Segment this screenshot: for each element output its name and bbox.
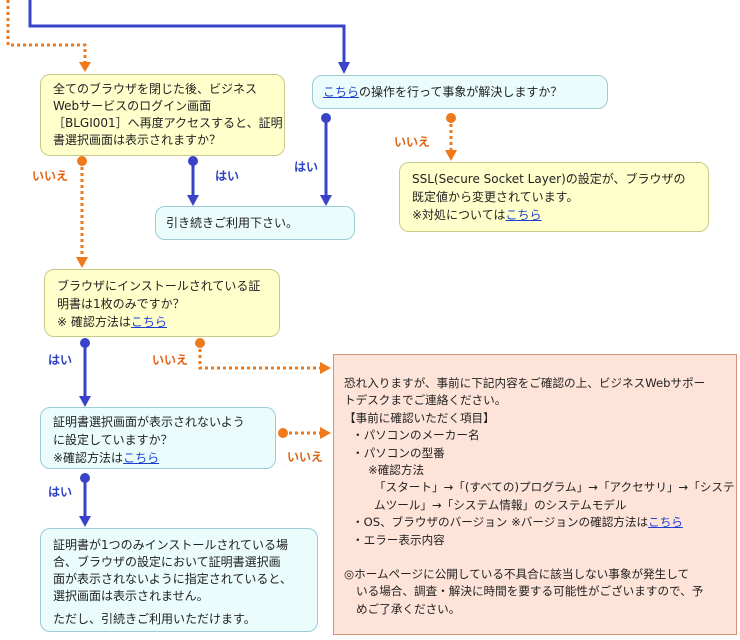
box-line: ［BLGI001］へ再度アクセスすると、証明	[53, 116, 283, 130]
box-continue-use: 引き続きご利用下さい。	[155, 206, 355, 240]
box-line: 面が表示されないように指定されていると、	[53, 572, 292, 586]
box-note: ただし、引続きご利用いただけます。	[53, 612, 256, 626]
box-support-contact: 恐れ入りますが、事前に下記内容をご確認の上、ビジネスWebサポー トデスクまでご…	[333, 354, 737, 635]
checklist-item-model: ・パソコンの型番	[352, 445, 445, 460]
footer-line: ◎ホームページに公開している不具合に該当しない事象が発生して	[344, 567, 690, 582]
footer-line: いる場合、調査・解決に時間を要する可能性がございますので、予	[356, 584, 704, 599]
box-line: ※確認方法はこちら	[53, 449, 263, 467]
box-line: ※対処についてはこちら	[412, 206, 696, 224]
box-line: 合、ブラウザの設定において証明書選択画	[53, 555, 281, 569]
connector-dot	[80, 338, 90, 348]
connector-dot	[321, 113, 331, 123]
box-line: 選択画面は表示されません。	[53, 589, 209, 603]
arrowhead	[445, 150, 457, 161]
box-line: ブラウザにインストールされている証	[57, 279, 261, 293]
arrowhead	[338, 62, 350, 74]
box-ssl-notice: SSL(Secure Socket Layer)の設定が、ブラウザの 既定値から…	[399, 162, 709, 232]
checklist-item-maker: ・パソコンのメーカー名	[352, 428, 480, 443]
box-line: SSL(Secure Socket Layer)の設定が、ブラウザの	[412, 172, 686, 186]
box-line: 証明書選択画面が表示されないよう	[53, 415, 245, 429]
box-line: 書選択画面は表示されますか？	[53, 133, 222, 147]
checklist-item-version: ・OS、ブラウザのバージョン ※バージョンの確認方法はこちら	[344, 514, 726, 531]
certificate-check-link[interactable]: こちら	[130, 315, 167, 329]
connector-dot	[77, 156, 87, 166]
label-yes: はい	[48, 485, 73, 499]
label-yes: はい	[215, 169, 240, 183]
label-no: いいえ	[32, 169, 69, 183]
label-no: いいえ	[394, 135, 431, 149]
box-line: 証明書が1つのみインストールされている場	[53, 538, 289, 552]
label-no: いいえ	[152, 353, 189, 367]
connector-dot	[446, 113, 456, 123]
connector-box5-no	[198, 343, 320, 370]
box-line: こちらの操作を行って事象が解決しますか？	[323, 83, 597, 101]
arrowhead	[79, 396, 91, 407]
box-line: に設定していますか？	[53, 433, 173, 447]
version-check-link[interactable]: こちら	[648, 515, 683, 530]
arrowhead	[79, 62, 91, 72]
arrowhead	[320, 195, 332, 206]
box-single-certificate-info: 証明書が1つのみインストールされている場 合、ブラウザの設定において証明書選択画…	[40, 528, 318, 632]
connector-top-to-box2	[28, 0, 346, 62]
connector-dot	[278, 428, 288, 438]
method-title: ※確認方法	[368, 463, 425, 478]
arrowhead	[320, 427, 331, 439]
footer-line: めご了承ください。	[356, 601, 461, 616]
note-prefix: ※確認方法は	[53, 451, 124, 465]
box-line: 既定値から変更されています。	[412, 190, 579, 204]
label-no: いいえ	[287, 450, 324, 464]
box-line: 明書は1枚のみですか？	[57, 297, 185, 311]
continue-text: 引き続きご利用下さい。	[166, 216, 299, 230]
arrowhead	[320, 362, 331, 374]
box-line: 全てのブラウザを閉じた後、ビジネス	[53, 82, 258, 96]
box-reaccess-question: 全てのブラウザを閉じた後、ビジネス Webサービスのログイン画面 ［BLGI00…	[40, 74, 285, 156]
note-prefix: ※ 確認方法は	[57, 315, 131, 329]
connector-top-to-box1	[6, 0, 87, 62]
arrowhead	[79, 516, 91, 527]
box-line: ※ 確認方法はこちら	[57, 313, 267, 331]
method-line: ムツール」→「システム情報」のシステムモデル	[374, 497, 627, 512]
arrowhead	[187, 195, 199, 206]
box-line: Webサービスのログイン画面	[53, 99, 212, 113]
setting-check-link[interactable]: こちら	[123, 451, 160, 465]
connector-dot	[195, 338, 205, 348]
box-operation-question: こちらの操作を行って事象が解決しますか？	[312, 75, 608, 109]
checklist-heading: 【事前に確認いただく項目】	[344, 410, 495, 425]
box-line: 恐れ入りますが、事前に下記内容をご確認の上、ビジネスWebサポー	[344, 376, 706, 390]
box-single-certificate-question: ブラウザにインストールされている証 明書は1枚のみですか？ ※ 確認方法はこちら	[44, 269, 280, 337]
operation-text: の操作を行って事象が解決しますか？	[359, 85, 563, 99]
label-yes: はい	[48, 353, 73, 367]
connector-dot	[80, 473, 90, 483]
note-prefix: ※対処については	[412, 208, 506, 222]
label-yes: はい	[294, 160, 319, 174]
checklist-item-error: ・エラー表示内容	[352, 532, 445, 547]
operation-link[interactable]: こちら	[323, 85, 360, 99]
arrowhead	[76, 257, 88, 268]
box-hide-selection-question: 証明書選択画面が表示されないよう に設定していますか？ ※確認方法はこちら	[40, 407, 276, 469]
connector-dot	[188, 156, 198, 166]
box-line: トデスクまでご連絡ください。	[344, 393, 507, 408]
version-prefix: ・OS、ブラウザのバージョン ※バージョンの確認方法は	[352, 515, 649, 530]
ssl-countermeasure-link[interactable]: こちら	[505, 208, 542, 222]
method-line: 「スタート」→「(すべての)プログラム」→「アクセサリ」→「システ	[374, 480, 735, 495]
